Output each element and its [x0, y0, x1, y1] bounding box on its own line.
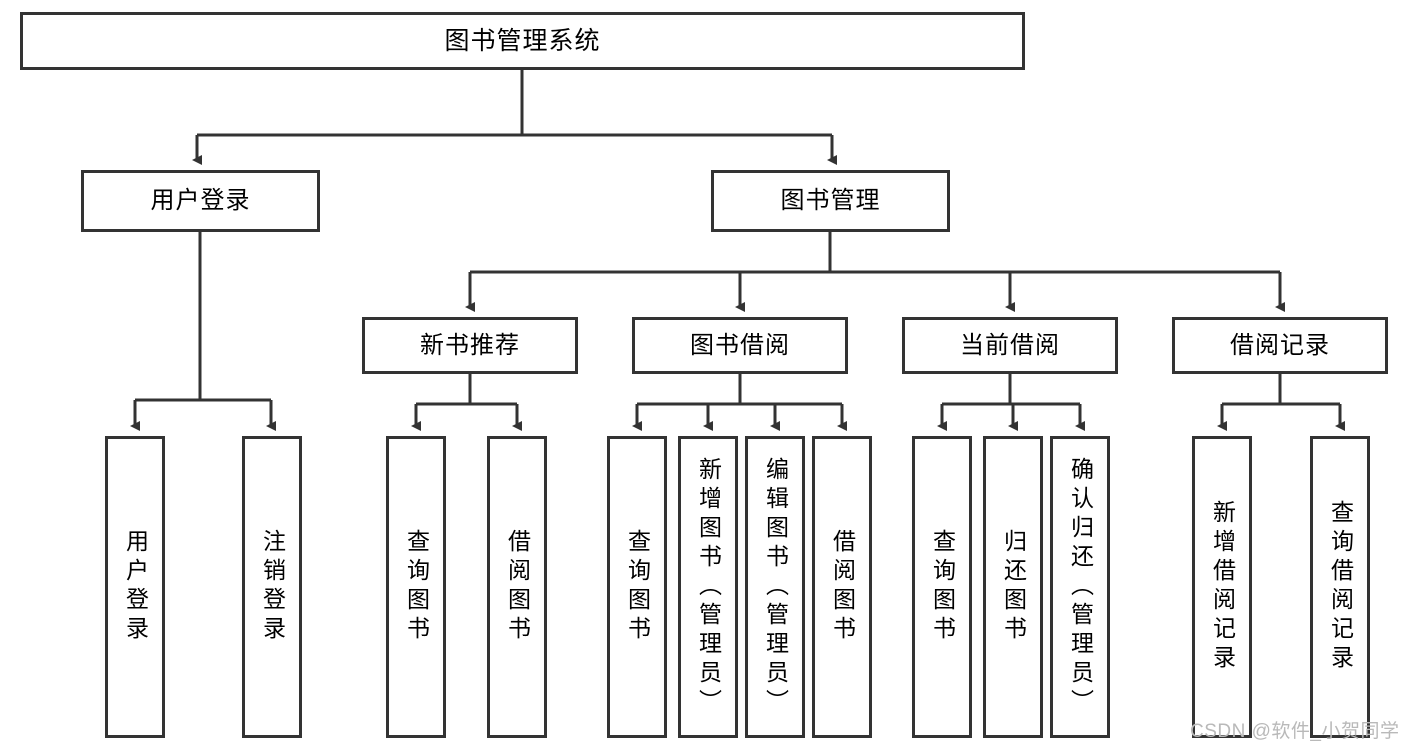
watermark-text: CSDN @软件_小贺同学	[1190, 721, 1400, 742]
node-leaf-query-borrowing-record[interactable]: 查询借阅记录	[1310, 436, 1370, 738]
node-leaf-query-book-borrowing[interactable]: 查询图书	[607, 436, 667, 738]
node-current-borrowing[interactable]: 当前借阅	[902, 317, 1118, 374]
node-label: 注销登录	[259, 529, 286, 645]
node-leaf-return-book[interactable]: 归还图书	[983, 436, 1043, 738]
node-leaf-query-book-recommendation[interactable]: 查询图书	[386, 436, 446, 738]
node-leaf-add-borrowing-record[interactable]: 新增借阅记录	[1192, 436, 1252, 738]
node-root-book-management-system[interactable]: 图书管理系统	[20, 12, 1025, 70]
node-label: 图书管理	[780, 187, 881, 215]
node-user-login[interactable]: 用户登录	[81, 170, 320, 232]
node-label: 借阅图书	[829, 529, 856, 645]
node-label: 新增图书（管理员）	[695, 456, 722, 718]
node-label: 当前借阅	[960, 331, 1060, 359]
node-book-borrowing[interactable]: 图书借阅	[632, 317, 848, 374]
node-leaf-edit-book-admin[interactable]: 编辑图书（管理员）	[745, 436, 805, 738]
node-label: 新增借阅记录	[1209, 500, 1236, 674]
node-label: 借阅图书	[504, 529, 531, 645]
node-label: 借阅记录	[1230, 331, 1330, 359]
node-label: 查询借阅记录	[1327, 500, 1354, 674]
node-leaf-confirm-return-admin[interactable]: 确认归还（管理员）	[1050, 436, 1110, 738]
node-label: 确认归还（管理员）	[1067, 456, 1094, 718]
node-label: 图书管理系统	[444, 26, 601, 55]
node-leaf-user-login[interactable]: 用户登录	[105, 436, 165, 738]
node-label: 编辑图书（管理员）	[762, 456, 789, 718]
node-label: 查询图书	[624, 529, 651, 645]
node-leaf-logout[interactable]: 注销登录	[242, 436, 302, 738]
node-borrowing-records[interactable]: 借阅记录	[1172, 317, 1388, 374]
node-label: 归还图书	[1000, 529, 1027, 645]
node-leaf-add-book-admin[interactable]: 新增图书（管理员）	[678, 436, 738, 738]
node-new-book-recommendation[interactable]: 新书推荐	[362, 317, 578, 374]
node-label: 查询图书	[403, 529, 430, 645]
node-label: 图书借阅	[690, 331, 790, 359]
node-label: 用户登录	[150, 187, 251, 215]
node-label: 用户登录	[122, 529, 149, 645]
node-label: 新书推荐	[420, 331, 520, 359]
node-leaf-borrow-book-borrowing[interactable]: 借阅图书	[812, 436, 872, 738]
node-leaf-query-book-current[interactable]: 查询图书	[912, 436, 972, 738]
node-label: 查询图书	[929, 529, 956, 645]
node-book-management[interactable]: 图书管理	[711, 170, 950, 232]
node-leaf-borrow-book-recommendation[interactable]: 借阅图书	[487, 436, 547, 738]
